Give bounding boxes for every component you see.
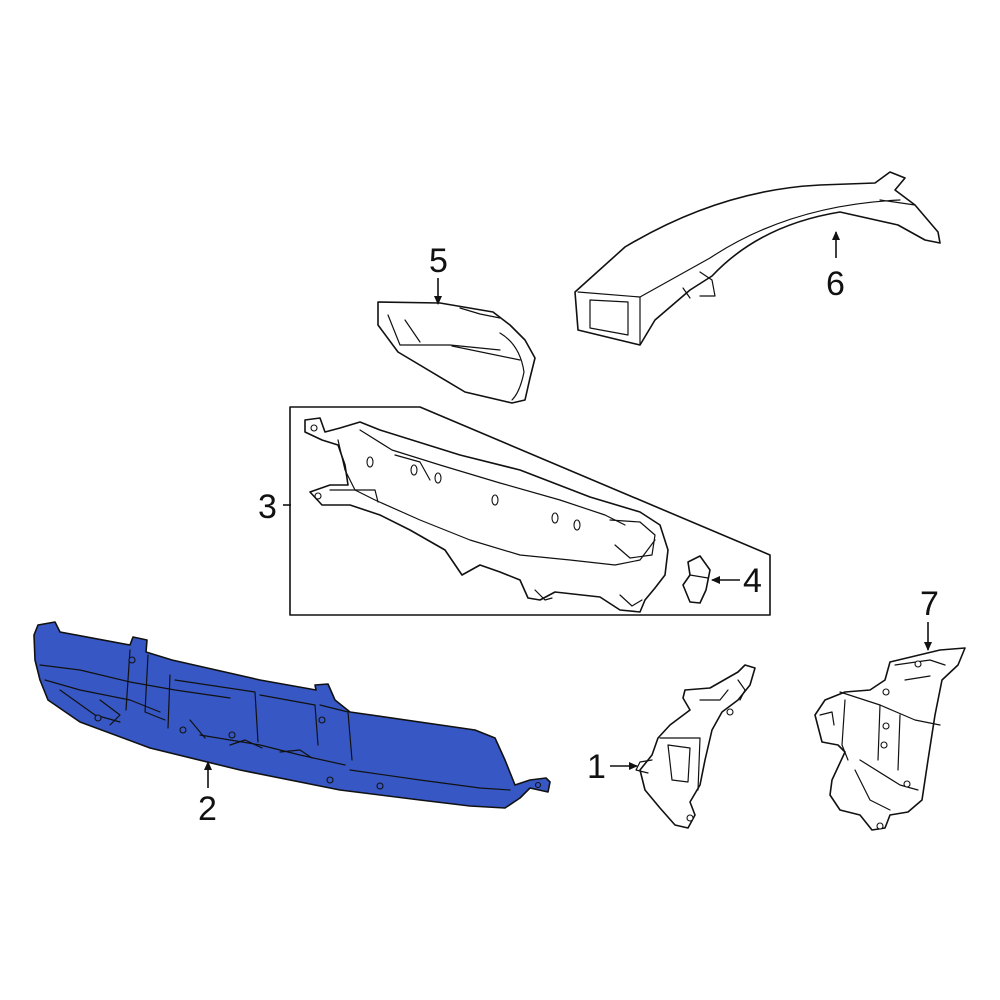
part-2-lower-grille[interactable] xyxy=(33,621,551,809)
group-box xyxy=(289,406,771,616)
part-7-bracket-assembly[interactable] xyxy=(814,647,966,831)
callout-4: 4 xyxy=(743,562,762,600)
callout-7: 7 xyxy=(920,585,939,623)
part-4-clip[interactable] xyxy=(682,555,711,604)
callout-6: 6 xyxy=(826,265,845,303)
callout-labels: 6 5 3 4 7 1 2 xyxy=(198,242,939,828)
callout-5: 5 xyxy=(429,242,448,280)
part-6-air-duct[interactable] xyxy=(574,171,941,346)
callout-leaders xyxy=(204,231,932,788)
part-5-duct-inlet[interactable] xyxy=(377,301,536,404)
part-1-bracket[interactable] xyxy=(635,664,756,829)
callout-2: 2 xyxy=(198,790,217,828)
callout-1: 1 xyxy=(587,748,606,786)
part-3-support-duct[interactable] xyxy=(304,417,669,613)
callout-3: 3 xyxy=(258,488,277,526)
